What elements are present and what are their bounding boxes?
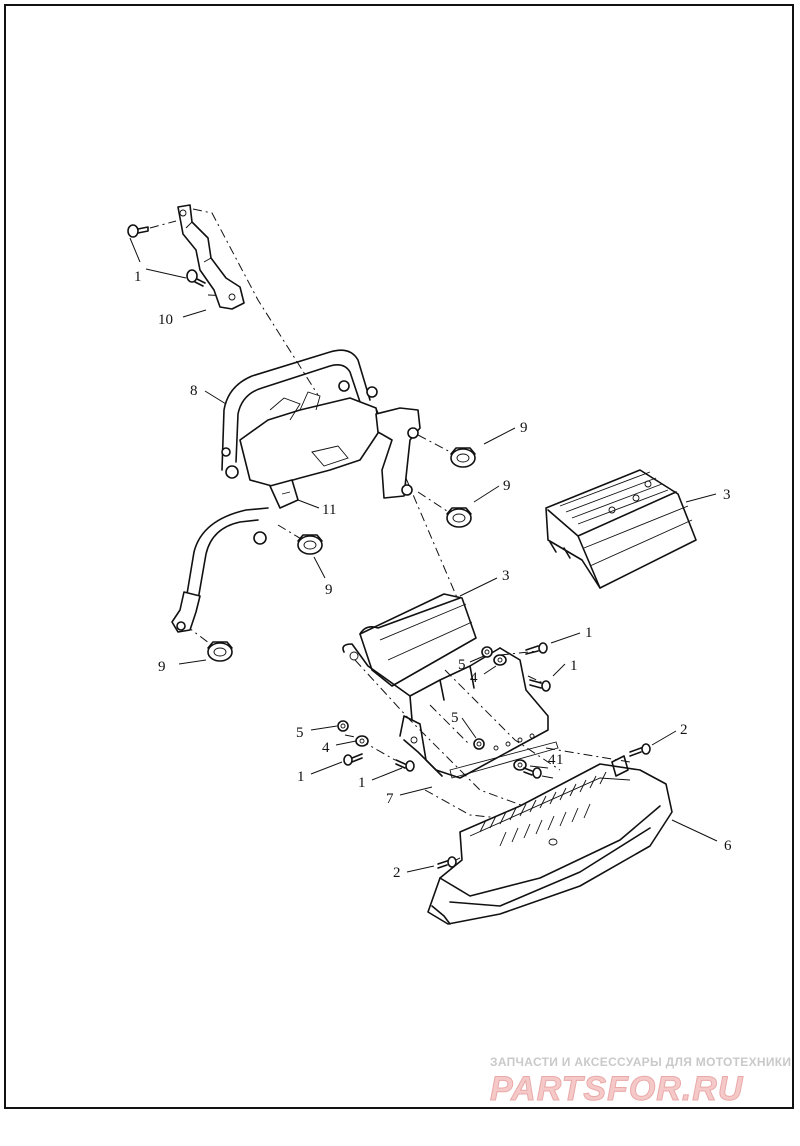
watermark-brand: PARTSFOR.RU — [490, 1070, 744, 1108]
callout-1: 1 — [556, 752, 564, 768]
bolt-icon — [529, 679, 551, 692]
callout-10: 10 — [158, 312, 173, 328]
callout-labels: 1 10 8 9 9 11 9 9 3 3 1 1 5 4 5 4 1 1 5 … — [134, 269, 732, 881]
bolt-icon — [629, 743, 651, 757]
page-border — [4, 4, 794, 1109]
bolt-icon — [525, 642, 548, 655]
callout-1: 1 — [134, 269, 142, 285]
callout-8: 8 — [190, 383, 198, 399]
callout-5: 5 — [296, 725, 304, 741]
bolt-icon — [395, 759, 415, 772]
callout-1: 1 — [585, 625, 593, 641]
callout-2: 2 — [393, 865, 401, 881]
callout-9: 9 — [158, 659, 166, 675]
callout-1: 1 — [358, 775, 366, 791]
washer-icon — [513, 759, 527, 771]
callout-4: 4 — [322, 740, 330, 756]
nut-icon — [337, 720, 349, 732]
bolt-icon — [523, 767, 542, 779]
callout-9: 9 — [325, 582, 333, 598]
push-pin-icon — [207, 641, 233, 662]
callout-1: 1 — [297, 769, 305, 785]
callout-9: 9 — [503, 478, 511, 494]
leader-lines — [129, 237, 718, 873]
electronic-module — [359, 593, 477, 687]
support-frame — [171, 349, 421, 633]
callout-3: 3 — [723, 487, 731, 503]
electronic-module — [545, 469, 697, 589]
watermark-tagline: ЗАПЧАСТИ И АКСЕССУАРЫ ДЛЯ МОТОТЕХНИКИ — [490, 1055, 791, 1069]
callout-1: 1 — [570, 658, 578, 674]
callout-2: 2 — [680, 722, 688, 738]
callout-5: 5 — [458, 657, 466, 673]
callout-9: 9 — [520, 420, 528, 436]
callout-7: 7 — [386, 791, 394, 807]
bolt-icon — [437, 856, 457, 869]
washer-icon — [355, 735, 369, 747]
nut-icon — [473, 738, 485, 750]
tail-lamp-housing — [427, 755, 673, 925]
callout-3: 3 — [502, 568, 510, 584]
nut-icon — [481, 646, 493, 658]
callout-4: 4 — [470, 670, 478, 686]
watermark: ЗАПЧАСТИ И АКСЕССУАРЫ ДЛЯ МОТОТЕХНИКИ PA… — [490, 1055, 792, 1109]
bolt-icon — [127, 224, 149, 238]
small-bracket — [177, 204, 245, 310]
callout-5: 5 — [451, 710, 459, 726]
callout-6: 6 — [724, 838, 732, 854]
mounting-bracket — [342, 643, 559, 779]
push-pin-icon — [297, 534, 323, 555]
bolt-icon — [186, 269, 206, 287]
washer-icon — [493, 654, 507, 666]
push-pin-icon — [446, 507, 472, 528]
push-pin-icon — [450, 447, 476, 468]
callout-4: 4 — [548, 752, 556, 768]
bolt-icon — [343, 753, 363, 766]
callout-11: 11 — [322, 502, 336, 518]
